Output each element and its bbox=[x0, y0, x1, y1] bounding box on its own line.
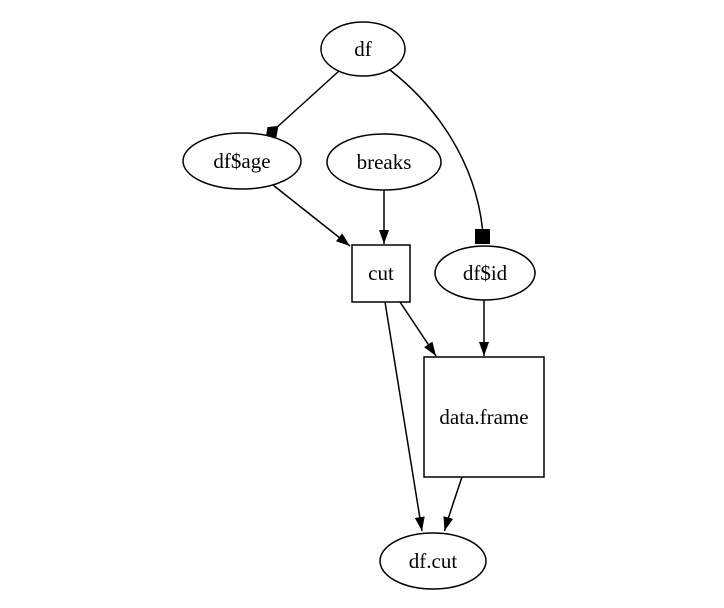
edge-group bbox=[265, 69, 490, 532]
node-df-cut: df.cut bbox=[379, 532, 487, 590]
node-data-frame: data.frame bbox=[423, 356, 545, 478]
node-df-cut-label: df.cut bbox=[409, 549, 458, 573]
node-group: df df$age breaks cut df$id data.frame df… bbox=[182, 21, 545, 590]
node-df-age: df$age bbox=[182, 132, 302, 190]
node-df-cut-shape bbox=[379, 532, 487, 590]
node-df: df bbox=[320, 21, 406, 77]
node-breaks: breaks bbox=[326, 133, 442, 191]
node-df-label: df bbox=[354, 37, 372, 61]
node-data-frame-label: data.frame bbox=[439, 405, 528, 429]
edge-cut-to-df-cut bbox=[384, 301, 425, 532]
node-breaks-shape bbox=[326, 133, 442, 191]
edge-cut-to-data-frame bbox=[399, 301, 437, 357]
node-df-age-label: df$age bbox=[213, 149, 270, 173]
node-data-frame-shape bbox=[423, 356, 545, 478]
edge-data-frame-to-df-cut bbox=[443, 476, 463, 532]
node-df-shape bbox=[320, 21, 406, 77]
node-cut: cut bbox=[351, 244, 411, 303]
node-df-id-shape bbox=[434, 245, 536, 301]
edge-df-to-df-id bbox=[389, 69, 484, 230]
node-cut-label: cut bbox=[368, 261, 394, 285]
edge-df-age-to-cut bbox=[272, 184, 351, 247]
node-breaks-label: breaks bbox=[357, 150, 412, 174]
box-arrowhead bbox=[475, 229, 490, 244]
edge-df-to-df-age bbox=[277, 70, 340, 128]
node-df-age-shape bbox=[182, 132, 302, 190]
node-df-id-label: df$id bbox=[463, 261, 508, 285]
node-cut-shape bbox=[351, 244, 411, 303]
node-df-id: df$id bbox=[434, 245, 536, 301]
